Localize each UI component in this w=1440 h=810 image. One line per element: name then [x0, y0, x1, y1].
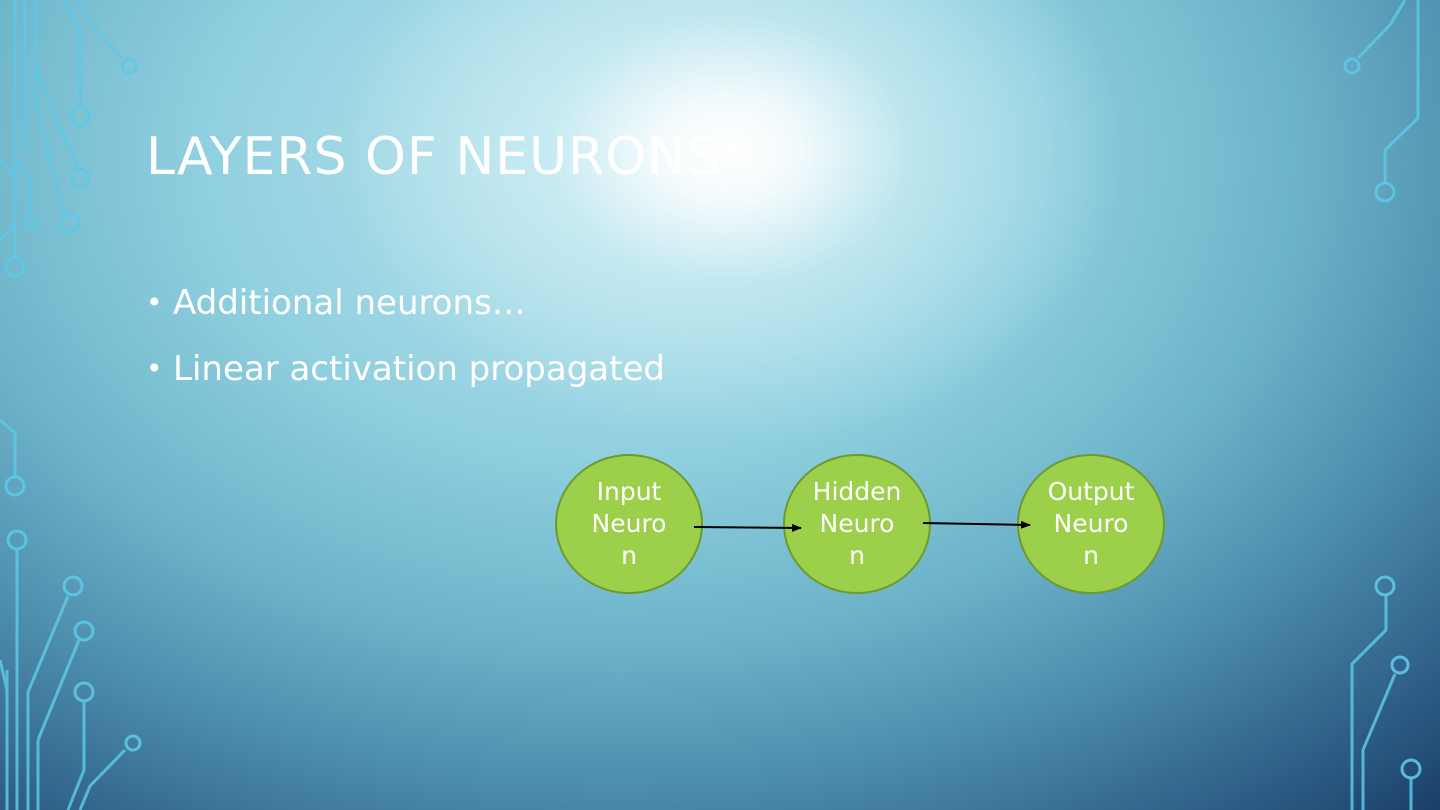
- bullet-dot: •: [146, 286, 163, 319]
- slide-title: LAYERS OF NEURONS: [146, 127, 722, 187]
- bullet-text: Additional neurons…: [173, 283, 526, 323]
- arrow-input-to-hidden: [693, 523, 802, 532]
- bullet-dot: •: [146, 352, 163, 385]
- input-neuron-label: Input Neuron: [591, 477, 667, 570]
- bullet-text: Linear activation propagated: [173, 349, 665, 389]
- input-neuron-node: [555, 454, 703, 594]
- bullet-item: • Additional neurons…: [146, 280, 665, 326]
- hidden-neuron-label: Hidden Neuron: [812, 477, 902, 570]
- arrow-hidden-to-output: [922, 520, 1031, 529]
- bullet-item: • Linear activation propagated: [146, 346, 665, 392]
- bullet-list: • Additional neurons… • Linear activation …: [146, 280, 665, 412]
- output-neuron-label: Output Neuron: [1047, 477, 1135, 570]
